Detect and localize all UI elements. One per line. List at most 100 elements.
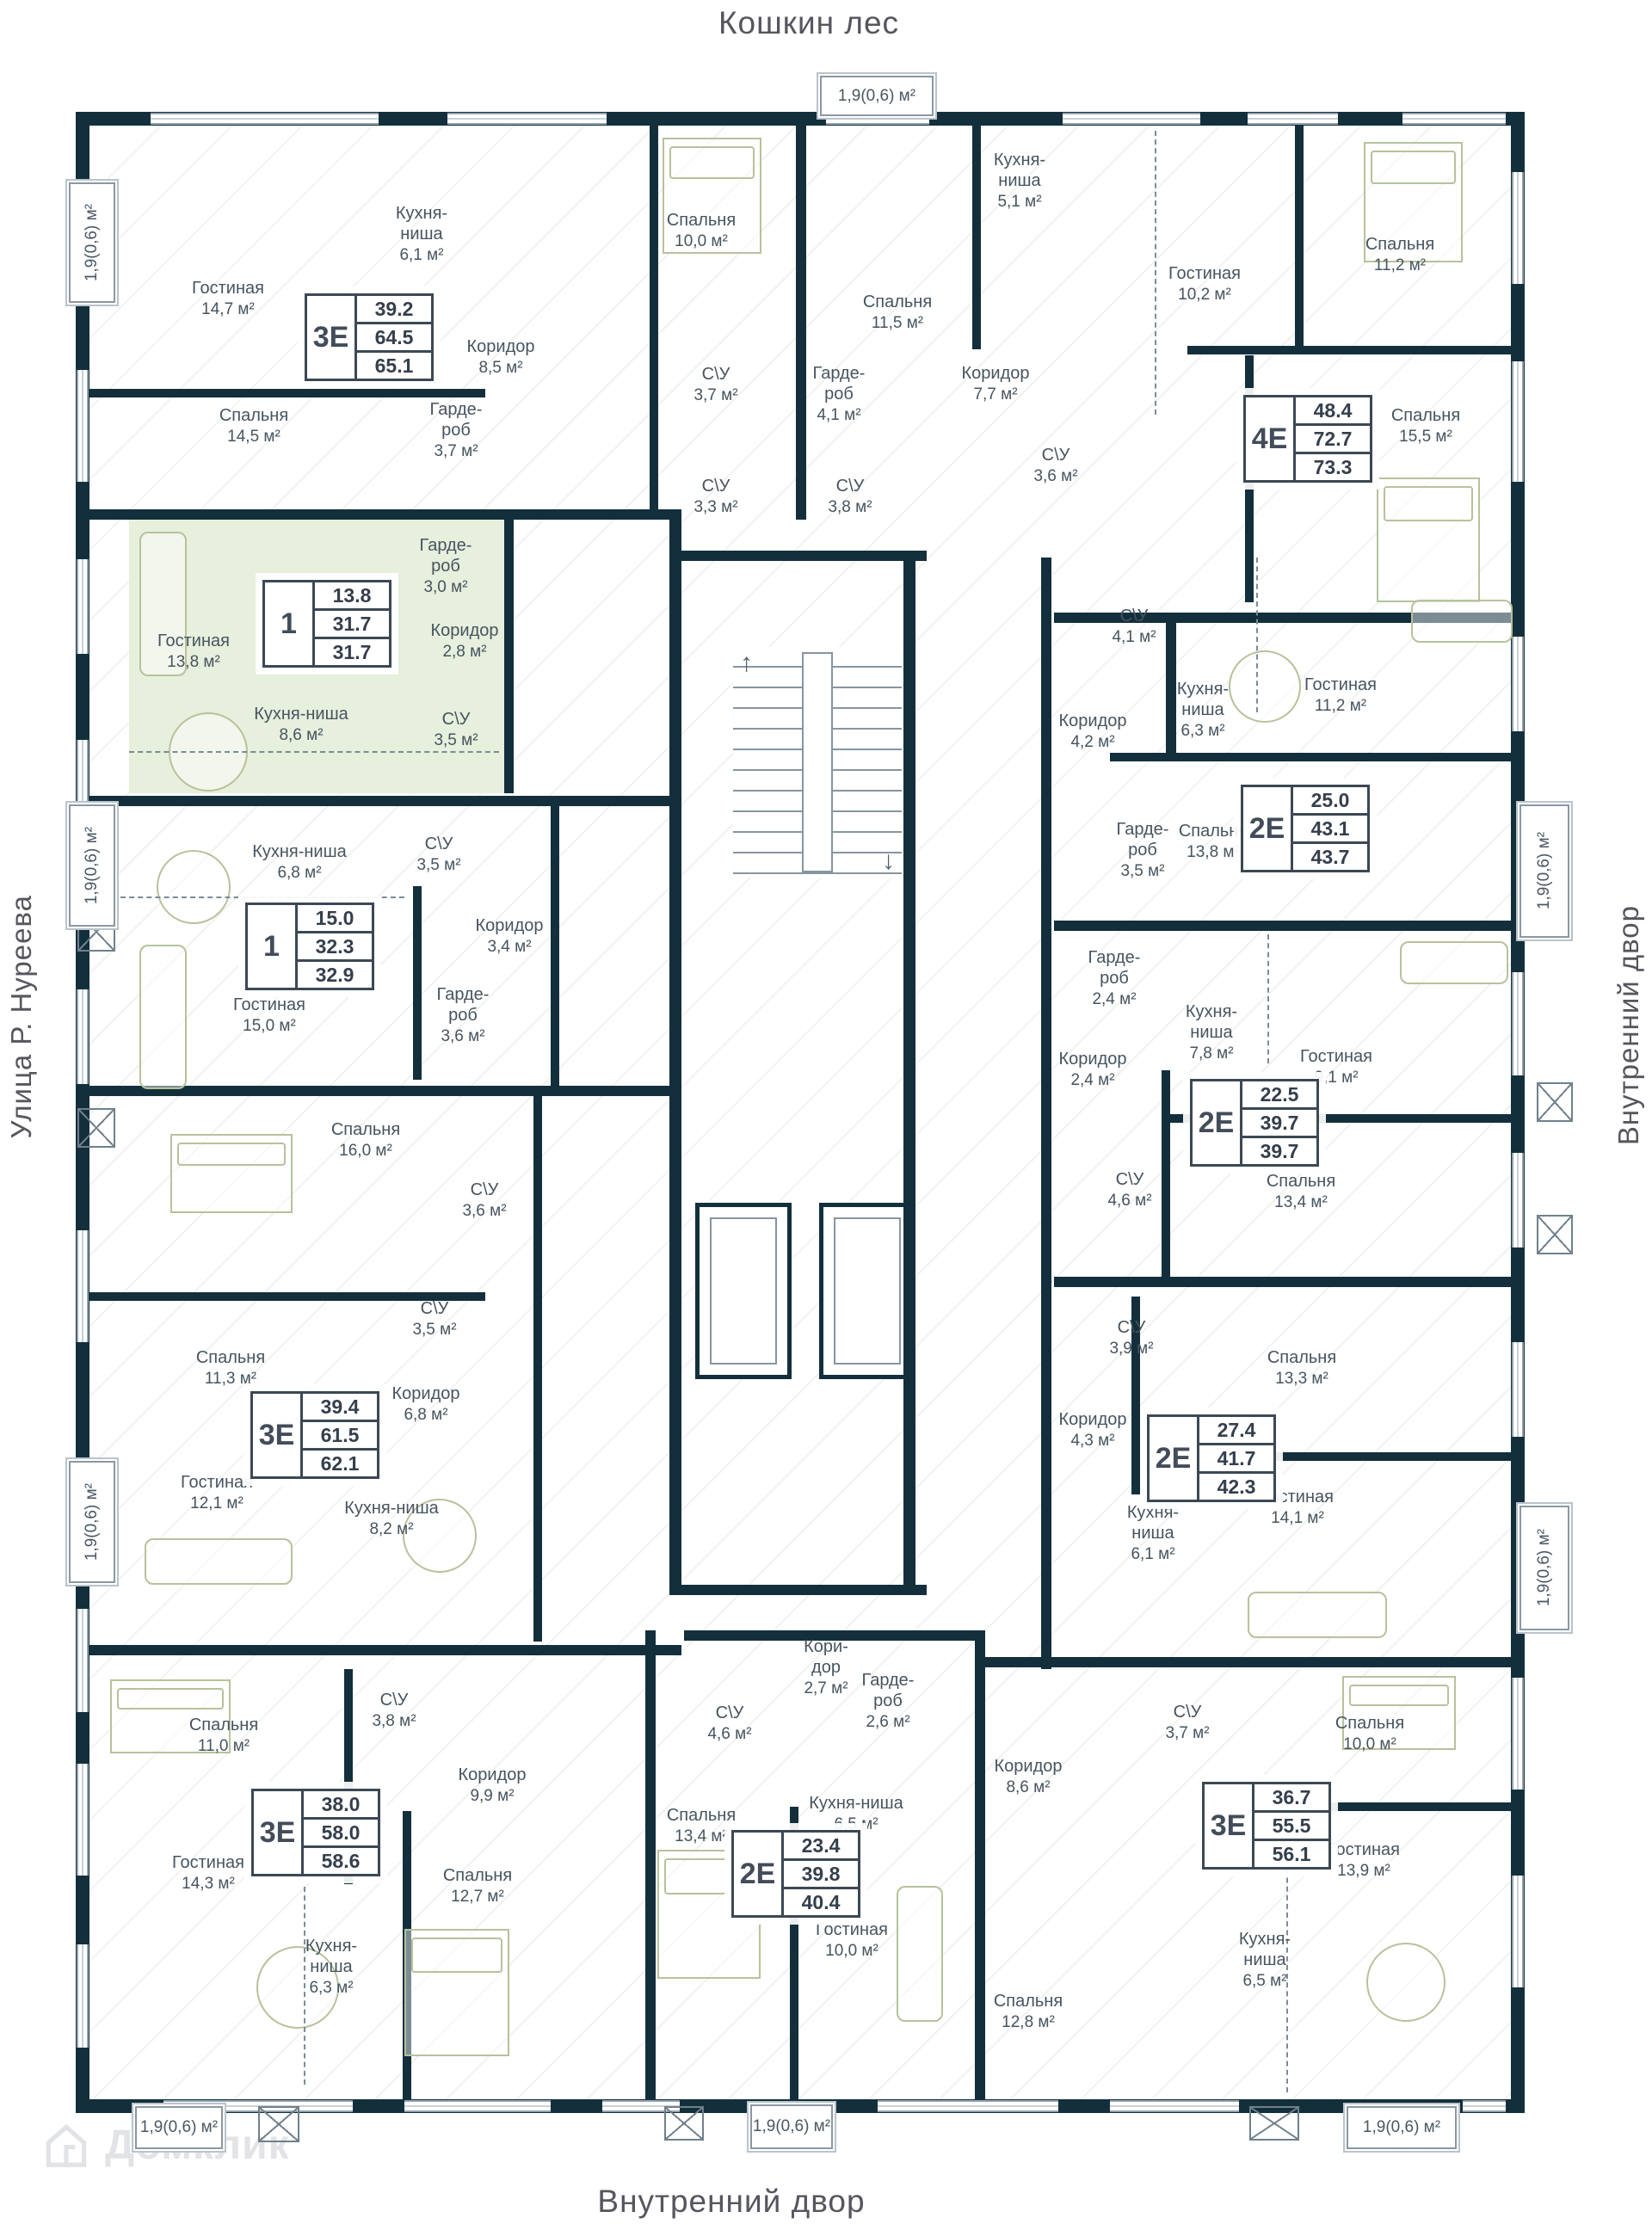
wall-segment (975, 1630, 985, 2099)
balcony: 1,9(0,6) м² (135, 2106, 223, 2149)
apartment-type: 4Е (1246, 397, 1296, 480)
window (447, 113, 607, 125)
apartment-area-value: 31.7 (315, 608, 389, 637)
apartment-area-value: 32.9 (298, 959, 372, 988)
apartment-area-value: 32.3 (298, 931, 372, 959)
courtyard-label-right: Внутренний двор (1612, 905, 1644, 1146)
balcony: 1,9(0,6) м² (1347, 2106, 1457, 2149)
apartment-area-value: 38.0 (321, 1792, 361, 1815)
elevator-shaft (695, 1203, 792, 1379)
apartment-area-value: 58.0 (304, 1817, 378, 1845)
window (878, 2100, 1058, 2112)
street-label-top: Кошкин лес (718, 5, 900, 40)
apartment-area-value: 40.4 (784, 1887, 858, 1915)
wall-segment (533, 1091, 542, 1642)
window (1512, 361, 1524, 482)
wall-segment (1131, 1297, 1140, 1494)
wall-segment (684, 1630, 985, 1641)
table-sketch (1229, 650, 1301, 723)
wall-segment (89, 509, 681, 520)
window (1512, 1342, 1524, 1437)
balcony-area-label: 1,9(0,6) м² (1535, 1529, 1553, 1607)
apartment-area-value: 15.0 (315, 906, 354, 929)
balcony-area-label: 1,9(0,6) м² (1535, 832, 1553, 910)
window (602, 2100, 680, 2112)
bed-sketch (110, 1679, 231, 1753)
wall-segment (1295, 126, 1304, 349)
wall-segment (1054, 921, 1511, 931)
balcony: 1,9(0,6) м² (1519, 1506, 1569, 1630)
apartment-type: 3Е (253, 1394, 303, 1476)
stairs-down-arrow: ↓ (882, 847, 895, 875)
wall-segment (551, 800, 559, 1086)
bed-sketch (170, 1134, 293, 1213)
sofa-sketch (145, 1538, 293, 1585)
apartment-area-value: 48.4 (1313, 398, 1353, 422)
apartment-type: 2Е (1150, 1417, 1199, 1500)
table-sketch (403, 1499, 477, 1573)
wall-segment (89, 389, 485, 397)
balcony: 1,9(0,6) м² (69, 1461, 115, 1583)
sofa-sketch (1411, 600, 1513, 643)
window (77, 1764, 89, 1876)
wall-segment (403, 1811, 411, 2099)
wall-segment (89, 1645, 681, 1655)
crossed-box (1249, 2106, 1299, 2141)
balcony: 1,9(0,6) м² (69, 182, 115, 303)
bed-sketch (1364, 142, 1463, 262)
apartment-area-value: 43.1 (1293, 813, 1367, 841)
sofa-sketch (139, 945, 187, 1089)
window (404, 2100, 551, 2112)
sofa-sketch (139, 532, 187, 676)
apartment-area-value: 58.6 (304, 1845, 378, 1874)
apartment-area-value: 39.7 (1242, 1107, 1316, 1136)
apartment-area-value: 39.8 (784, 1858, 858, 1887)
apartment-type: 2Е (734, 1833, 784, 1915)
wall-segment (650, 126, 658, 509)
apartment-area-value: 27.4 (1217, 1418, 1256, 1441)
table-sketch (1366, 1943, 1446, 2022)
window (77, 1944, 89, 2048)
apartment-area-value: 42.3 (1199, 1471, 1273, 1500)
kitchen-dashed-boundary (1286, 1851, 1288, 2092)
apartment-area-value: 31.7 (315, 637, 389, 665)
wall-segment (344, 1669, 353, 1884)
balcony-area-label: 1,9(0,6) м² (837, 86, 916, 105)
window (77, 1230, 89, 1342)
apartment-area-value: 43.7 (1293, 841, 1367, 870)
apartment-area-value: 72.7 (1296, 423, 1370, 452)
apartment-area-value: 39.2 (374, 297, 414, 320)
balcony: 1,9(0,6) м² (750, 2104, 833, 2149)
balcony-area-label: 1,9(0,6) м² (139, 2118, 219, 2136)
street-label-left: Улица Р. Нуреева (5, 895, 37, 1139)
balcony: 1,9(0,6) м² (69, 804, 115, 927)
apartment-area-value: 73.3 (1296, 452, 1370, 480)
window (77, 989, 89, 1084)
wall-segment (89, 796, 681, 806)
window (77, 1609, 89, 1712)
sofa-sketch (1400, 941, 1508, 984)
balcony: 1,9(0,6) м² (1519, 804, 1569, 938)
wall-segment (1110, 753, 1511, 761)
courtyard-label-bottom: Внутренний двор (597, 2184, 866, 2219)
table-sketch (256, 1946, 339, 2029)
wall-segment (503, 514, 514, 793)
wall-segment (1041, 558, 1051, 1669)
apartment-type: 3Е (254, 1791, 304, 1874)
bed-sketch (1342, 1676, 1456, 1750)
apartment-area-value: 23.4 (801, 1833, 841, 1857)
balcony-area-label: 1,9(0,6) м² (1362, 2118, 1441, 2136)
window (1512, 1678, 1524, 1790)
apartment-area-value: 41.7 (1199, 1443, 1273, 1471)
table-sketch (157, 850, 231, 924)
apartment-type: 2Е (1193, 1081, 1242, 1164)
